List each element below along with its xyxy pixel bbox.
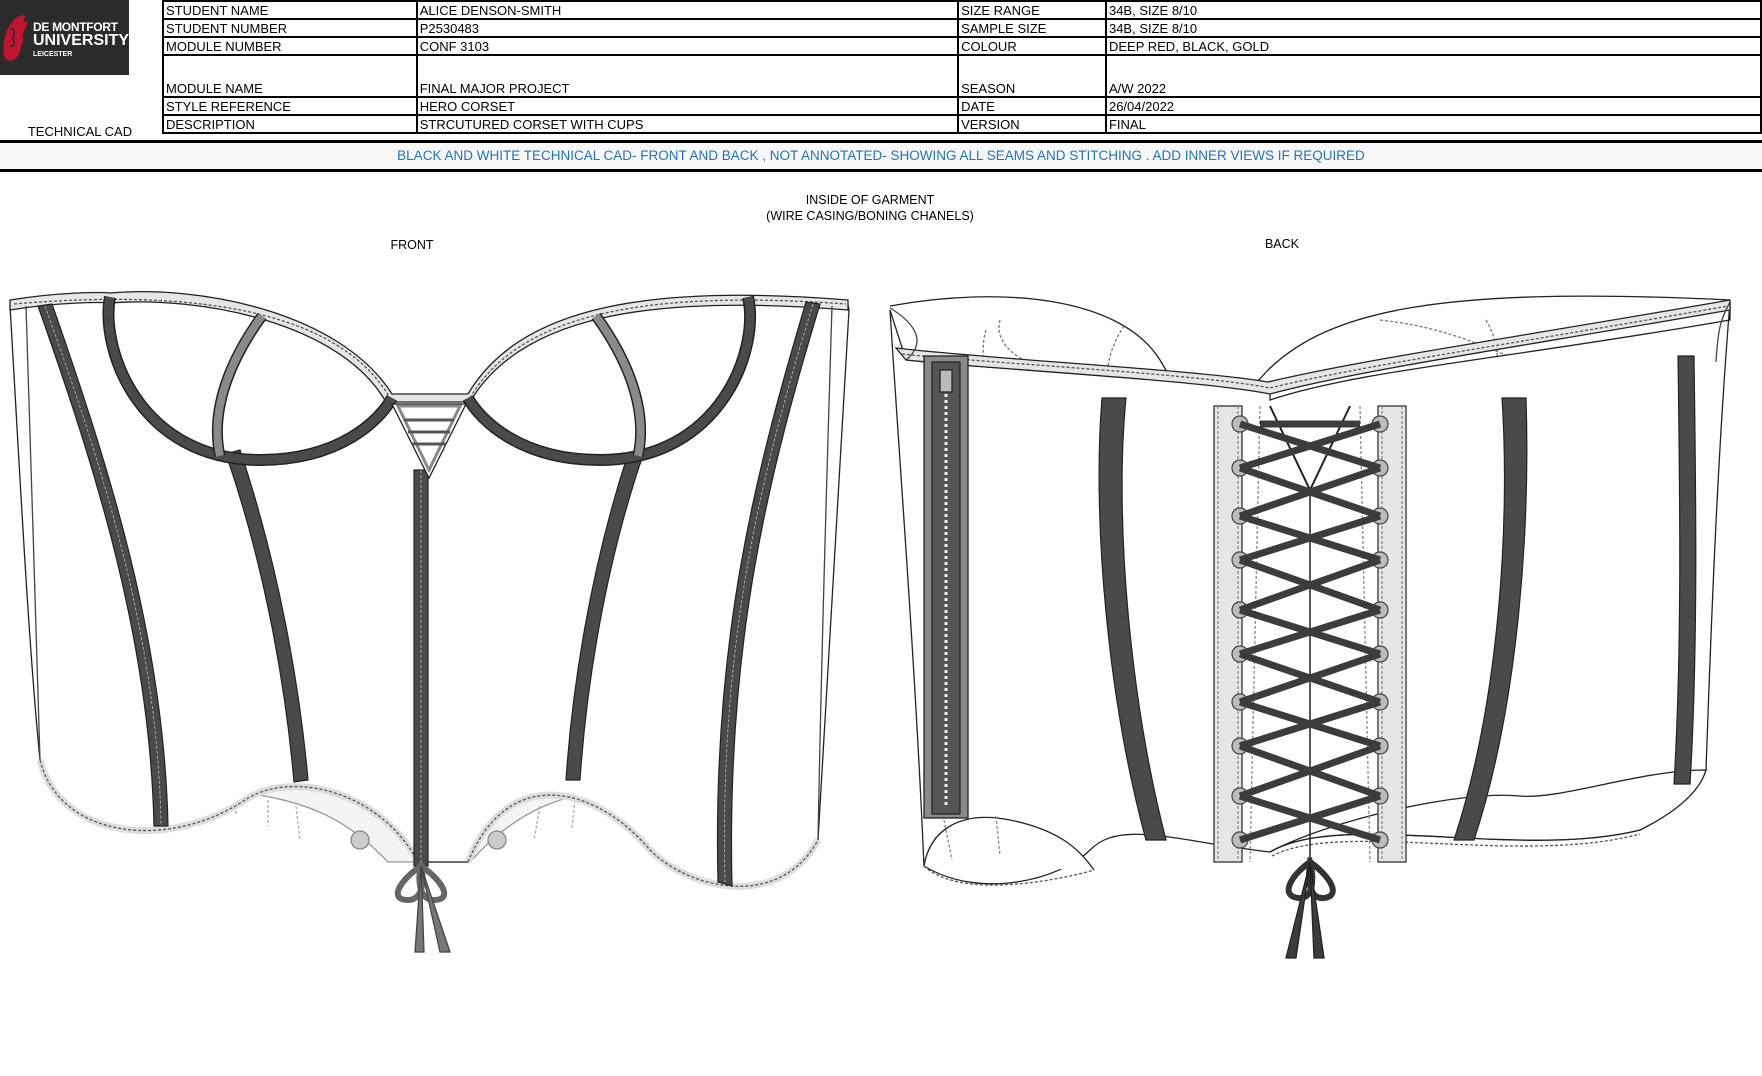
value-season: A/W 2022 [1104,54,1762,98]
value-size-range: 34B, SIZE 8/10 [1104,0,1762,20]
corset-back-drawing [889,295,1731,959]
label-module-number: MODULE NUMBER [162,36,418,56]
label-size-range: SIZE RANGE [957,0,1107,20]
value-colour: DEEP RED, BLACK, GOLD [1104,36,1762,56]
value-version: FINAL [1104,114,1762,134]
label-student-number: STUDENT NUMBER [162,18,418,38]
caption-back: BACK [1264,237,1300,251]
logo-line-3: LEICESTER [33,51,73,58]
value-module-number: CONF 3103 [415,36,960,56]
value-sample-size: 34B, SIZE 8/10 [1104,18,1762,38]
instruction-banner: BLACK AND WHITE TECHNICAL CAD- FRONT AND… [0,140,1762,172]
label-module-name: MODULE NAME [162,54,418,98]
label-season: SEASON [957,54,1107,98]
label-student-name: STUDENT NAME [162,0,418,20]
spec-header-table: STUDENT NAME ALICE DENSON-SMITH SIZE RAN… [162,0,1762,134]
label-description: DESCRIPTION [162,114,418,134]
value-module-name: FINAL MAJOR PROJECT [415,54,960,98]
value-description: STRCUTURED CORSET WITH CUPS [415,114,960,134]
university-logo: DE MONTFORT UNIVERSITY LEICESTER [0,0,129,75]
label-colour: COLOUR [957,36,1107,56]
caption-inside-line-1: INSIDE OF GARMENT [805,193,935,207]
value-style-reference: HERO CORSET [415,96,960,116]
logo-line-1: DE MONTFORT [33,20,118,34]
corset-front-drawing [9,291,850,953]
caption-inside-line-2: (WIRE CASING/BONING CHANELS) [766,209,974,223]
document-label: TECHNICAL CAD [27,124,133,139]
label-style-reference: STYLE REFERENCE [162,96,418,116]
instruction-text: BLACK AND WHITE TECHNICAL CAD- FRONT AND… [397,148,1365,163]
logo-line-2: UNIVERSITY [33,32,130,49]
griffin-crest-icon [3,15,29,61]
label-date: DATE [957,96,1107,116]
value-date: 26/04/2022 [1104,96,1762,116]
label-sample-size: SAMPLE SIZE [957,18,1107,38]
caption-front: FRONT [390,238,434,252]
value-student-number: P2530483 [415,18,960,38]
label-version: VERSION [957,114,1107,134]
value-student-name: ALICE DENSON-SMITH [415,0,960,20]
